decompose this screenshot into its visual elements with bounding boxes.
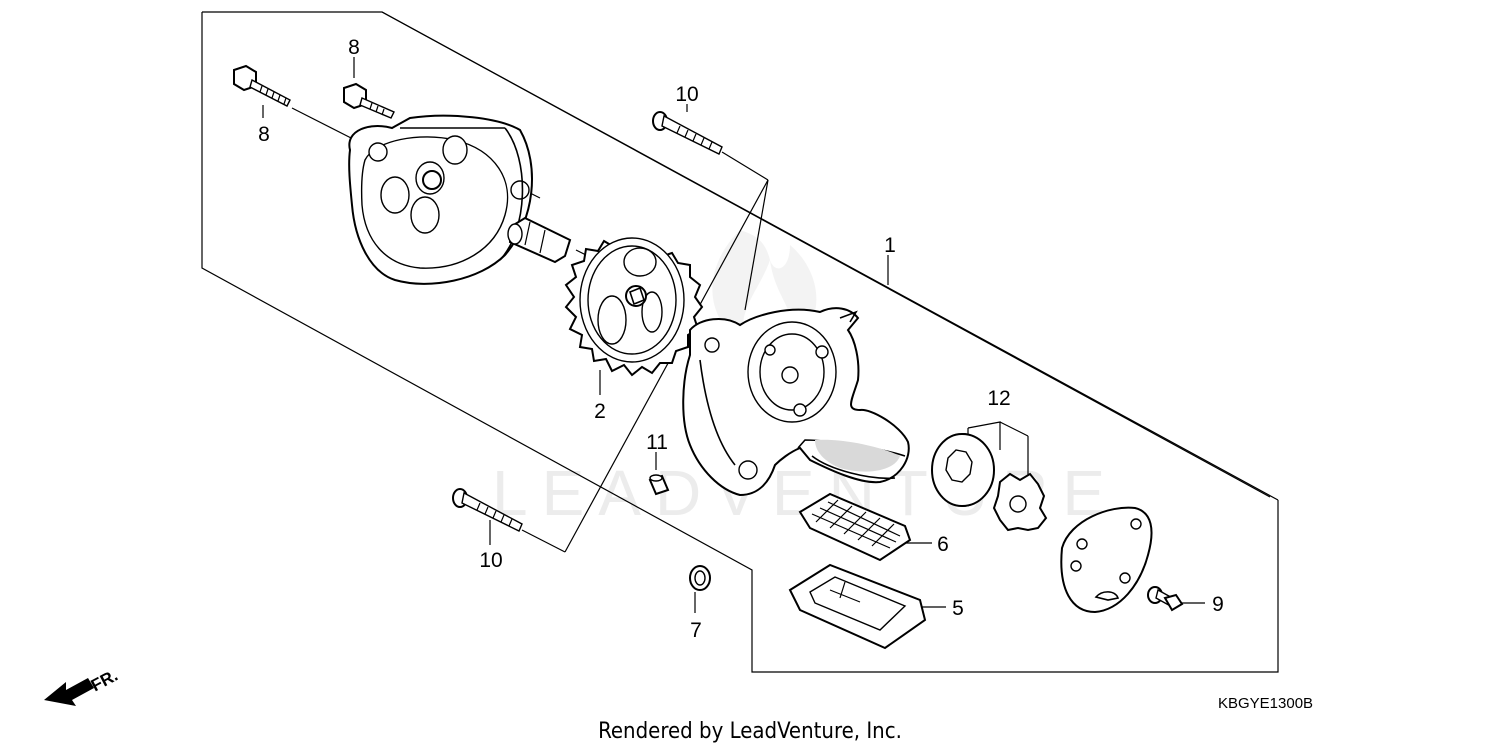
callout-9: 9	[1212, 593, 1224, 616]
driven-gear	[564, 237, 704, 377]
callout-6: 6	[937, 533, 949, 556]
bolt-8-short	[343, 82, 395, 119]
credit-line: Rendered by LeadVenture, Inc.	[598, 719, 902, 744]
callout-8-top: 8	[348, 36, 360, 59]
callout-11: 11	[646, 431, 668, 454]
pump-body	[682, 307, 910, 497]
pump-cover	[348, 114, 533, 285]
strainer-seal	[788, 563, 927, 650]
front-arrow-label: FR.	[88, 666, 121, 696]
oil-strainer	[798, 492, 912, 562]
callout-10-top: 10	[675, 83, 698, 106]
bolt-8-long	[233, 64, 291, 107]
bolt-10-upper	[652, 111, 723, 155]
callout-2: 2	[594, 400, 606, 423]
callout-7: 7	[690, 619, 702, 642]
bolt-10-lower	[452, 488, 523, 532]
pump-rotor-set	[931, 433, 1048, 532]
pump-end-plate	[1060, 506, 1153, 614]
diagram-code: KBGYE1300B	[1218, 695, 1313, 712]
callout-10-bottom: 10	[479, 549, 502, 572]
callout-1: 1	[884, 234, 896, 257]
callout-12: 12	[987, 387, 1010, 410]
assembly-outline	[201, 11, 1279, 673]
callout-5: 5	[952, 597, 964, 620]
callout-8-left: 8	[258, 123, 270, 146]
screw-9	[1147, 586, 1184, 612]
pump-shaft	[507, 216, 572, 264]
dowel-pin	[648, 474, 670, 496]
front-direction-arrow: FR.	[44, 666, 121, 706]
o-ring	[689, 565, 711, 591]
